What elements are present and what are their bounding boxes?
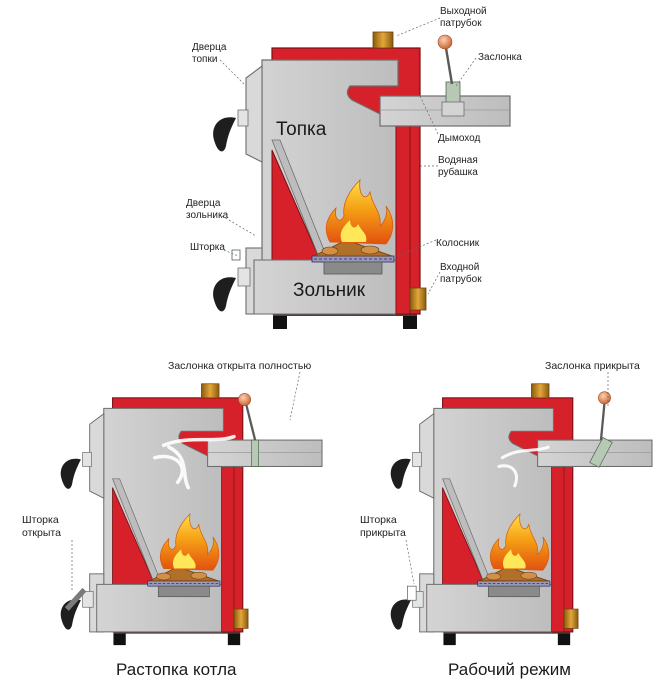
- label-firebox-door-2: топки: [192, 54, 217, 65]
- working-boiler: [390, 383, 653, 646]
- label-inlet-pipe-2: патрубок: [440, 273, 482, 285]
- label-shutter: Шторка: [190, 242, 225, 253]
- label-ash-door-2: зольника: [186, 210, 229, 221]
- label-ash-door-1: Дверца: [186, 198, 221, 209]
- label-shutter-open-1: Шторка: [22, 514, 59, 526]
- label-damper-fully-open: Заслонка открыта полностью: [168, 360, 311, 372]
- ashpit-title: Зольник: [293, 280, 366, 301]
- firebox-title: Топка: [276, 119, 327, 140]
- label-shutter-open-2: открыта: [22, 527, 61, 539]
- kindling-boiler: [60, 383, 323, 646]
- label-damper: Заслонка: [478, 52, 522, 63]
- caption-working-mode: Рабочий режим: [448, 660, 571, 679]
- label-chimney: Дымоход: [438, 133, 481, 144]
- label-water-jacket-2: рубашка: [438, 166, 478, 178]
- label-damper-covered: Заслонка прикрыта: [545, 360, 640, 372]
- label-firebox-door-1: Дверца: [192, 42, 227, 53]
- label-inlet-pipe-1: Входной: [440, 262, 479, 273]
- label-outlet-pipe-1: Выходной: [440, 6, 487, 17]
- label-shutter-covered-2: прикрыта: [360, 527, 406, 539]
- label-water-jacket-1: Водяная: [438, 155, 478, 166]
- label-grate: Колосник: [436, 238, 480, 249]
- main-callouts: [219, 17, 477, 295]
- label-outlet-pipe-2: патрубок: [440, 17, 482, 29]
- bottom-callouts: [71, 371, 609, 590]
- label-shutter-covered-1: Шторка: [360, 514, 397, 526]
- caption-kindling: Растопка котла: [116, 660, 237, 679]
